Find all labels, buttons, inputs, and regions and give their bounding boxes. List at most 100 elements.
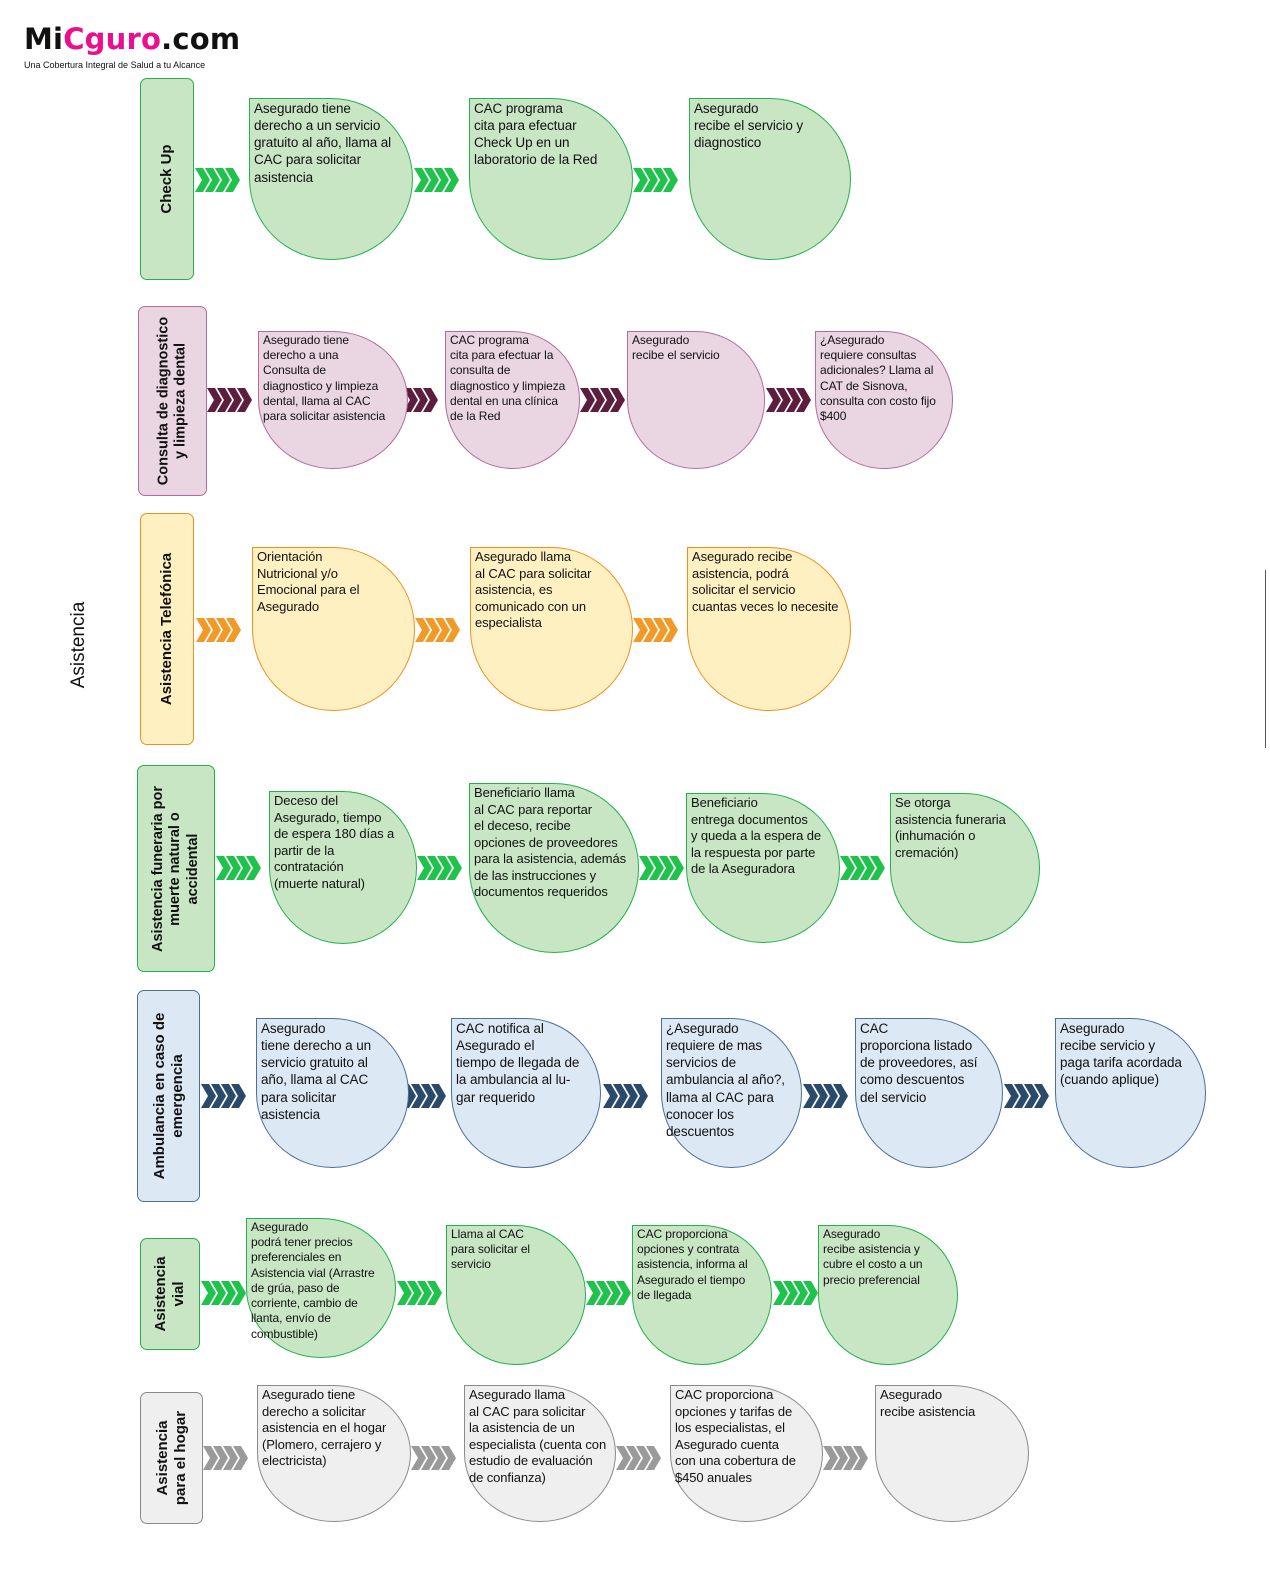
arrow-dental-3-chevron: [610, 388, 625, 412]
arrow-ambulancia-3-chevron: [623, 1084, 638, 1108]
step-hogar-1: Asegurado tiene derecho a solicitar asis…: [257, 1385, 411, 1522]
arrow-vial-3: [586, 1281, 631, 1305]
arrow-funeraria-3-chevron: [659, 856, 674, 880]
arrow-hogar-2-chevron: [441, 1446, 456, 1470]
arrow-dental-4-chevron: [786, 388, 801, 412]
category-checkup: Check Up: [140, 78, 194, 280]
arrow-dental-3: [580, 388, 625, 412]
arrow-checkup-1-chevron: [225, 168, 240, 192]
logo-accent: Cguro: [63, 22, 162, 56]
step-ambulancia-4: CAC proporciona listado de proveedores, …: [855, 1018, 1003, 1168]
step-dental-1: Asegurado tiene derecho a una Consulta d…: [258, 331, 408, 469]
arrow-vial-4-chevron: [783, 1281, 798, 1305]
step-funeraria-2: Beneficiario llama al CAC para reportar …: [469, 783, 639, 953]
arrow-hogar-4-chevron: [823, 1446, 838, 1470]
arrow-dental-3-chevron: [600, 388, 615, 412]
step-text: CAC programa cita para efectuar la consu…: [450, 333, 566, 424]
arrow-telefonica-1-chevron: [206, 618, 221, 642]
category-telefonica: Asistencia Telefónica: [140, 513, 194, 745]
arrow-hogar-1-chevron: [203, 1446, 218, 1470]
arrow-dental-1: [207, 388, 252, 412]
arrow-funeraria-2-chevron: [427, 856, 442, 880]
arrow-checkup-3-chevron: [633, 168, 648, 192]
step-dental-2: CAC programa cita para efectuar la consu…: [445, 331, 580, 469]
logo-suffix: .com: [161, 22, 241, 56]
arrow-vial-3-chevron: [586, 1281, 601, 1305]
category-label: Check Up: [158, 144, 175, 214]
category-vial: Asistencia vial: [140, 1238, 200, 1350]
arrow-dental-4-chevron: [776, 388, 791, 412]
arrow-dental-3-chevron: [580, 388, 595, 412]
arrow-vial-2-chevron: [397, 1281, 412, 1305]
arrow-ambulancia-1-chevron: [211, 1084, 226, 1108]
arrow-telefonica-3-chevron: [643, 618, 658, 642]
arrow-hogar-3: [616, 1446, 661, 1470]
arrow-dental-2-chevron: [423, 388, 438, 412]
arrow-ambulancia-5-chevron: [1034, 1084, 1049, 1108]
arrow-ambulancia-3-chevron: [633, 1084, 648, 1108]
arrow-hogar-3-chevron: [636, 1446, 651, 1470]
arrow-funeraria-1: [216, 856, 261, 880]
category-label: Asistencia vial: [152, 1256, 187, 1332]
step-text: Se otorga asistencia funeraria (inhumaci…: [895, 795, 1006, 860]
arrow-telefonica-3-chevron: [653, 618, 668, 642]
arrow-vial-4-chevron: [773, 1281, 788, 1305]
arrow-vial-2-chevron: [417, 1281, 432, 1305]
arrow-hogar-3-chevron: [646, 1446, 661, 1470]
step-text: Deceso del Asegurado, tiempo de espera 1…: [274, 793, 395, 891]
arrow-hogar-1: [203, 1446, 248, 1470]
arrow-dental-3-chevron: [590, 388, 605, 412]
arrow-funeraria-4: [840, 856, 885, 880]
step-hogar-3: CAC proporciona opciones y tarifas de lo…: [670, 1385, 823, 1522]
step-text: Asegurado recibe asistencia, podrá solic…: [692, 549, 839, 614]
arrow-ambulancia-1-chevron: [221, 1084, 236, 1108]
arrow-funeraria-1-chevron: [216, 856, 231, 880]
step-text: Asegurado tiene derecho a un servicio gr…: [254, 101, 392, 185]
step-ambulancia-2: CAC notifica al Asegurado el tiempo de l…: [451, 1018, 601, 1168]
arrow-hogar-4-chevron: [843, 1446, 858, 1470]
arrow-telefonica-2: [415, 618, 460, 642]
arrow-hogar-4-chevron: [853, 1446, 868, 1470]
arrow-checkup-2-chevron: [444, 168, 459, 192]
step-checkup-3: Asegurado recibe el servicio y diagnosti…: [689, 98, 851, 260]
arrow-ambulancia-4: [803, 1084, 848, 1108]
arrow-hogar-2: [411, 1446, 456, 1470]
arrow-ambulancia-2-chevron: [431, 1084, 446, 1108]
arrow-funeraria-1-chevron: [226, 856, 241, 880]
step-text: Asegurado recibe servicio y paga tarifa …: [1060, 1021, 1182, 1088]
arrow-telefonica-1-chevron: [216, 618, 231, 642]
step-text: CAC proporciona opciones y contrata asis…: [637, 1227, 748, 1302]
logo-tagline: Una Cobertura Integral de Salud a tu Alc…: [24, 60, 206, 70]
arrow-dental-1-chevron: [207, 388, 222, 412]
arrow-vial-3-chevron: [596, 1281, 611, 1305]
step-text: Asegurado llama al CAC para solicitar as…: [475, 549, 592, 630]
arrow-ambulancia-5-chevron: [1014, 1084, 1029, 1108]
logo-wordmark: MiCguro.com: [24, 22, 240, 56]
arrow-ambulancia-3-chevron: [603, 1084, 618, 1108]
arrow-checkup-3-chevron: [653, 168, 668, 192]
arrow-ambulancia-1: [201, 1084, 246, 1108]
arrow-ambulancia-2-chevron: [411, 1084, 426, 1108]
step-text: Orientación Nutricional y/o Emocional pa…: [257, 549, 360, 614]
category-hogar: Asistencia para el hogar: [140, 1392, 203, 1524]
arrow-checkup-1-chevron: [205, 168, 220, 192]
step-text: Asegurado recibe el servicio: [632, 333, 720, 363]
arrow-hogar-2-chevron: [421, 1446, 436, 1470]
category-label: Asistencia funeraria por muerte natural …: [149, 785, 201, 952]
step-text: Asegurado recibe asistencia y cubre el c…: [823, 1227, 923, 1287]
edge-divider: [1265, 570, 1266, 748]
arrow-funeraria-4-chevron: [860, 856, 875, 880]
arrow-hogar-1-chevron: [223, 1446, 238, 1470]
step-text: Beneficiario entrega documentos y queda …: [691, 795, 822, 876]
arrow-funeraria-2-chevron: [437, 856, 452, 880]
arrow-ambulancia-1-chevron: [231, 1084, 246, 1108]
step-ambulancia-5: Asegurado recibe servicio y paga tarifa …: [1055, 1018, 1206, 1168]
arrow-vial-1-chevron: [231, 1281, 246, 1305]
step-text: CAC programa cita para efectuar Check Up…: [474, 101, 598, 168]
category-ambulancia: Ambulancia en caso de emergencia: [137, 990, 200, 1202]
step-telefonica-3: Asegurado recibe asistencia, podrá solic…: [687, 547, 851, 711]
arrow-dental-1-chevron: [237, 388, 252, 412]
arrow-ambulancia-5: [1004, 1084, 1049, 1108]
step-dental-4: ¿Asegurado requiere consultas adicionale…: [815, 331, 953, 469]
arrow-funeraria-1-chevron: [236, 856, 251, 880]
